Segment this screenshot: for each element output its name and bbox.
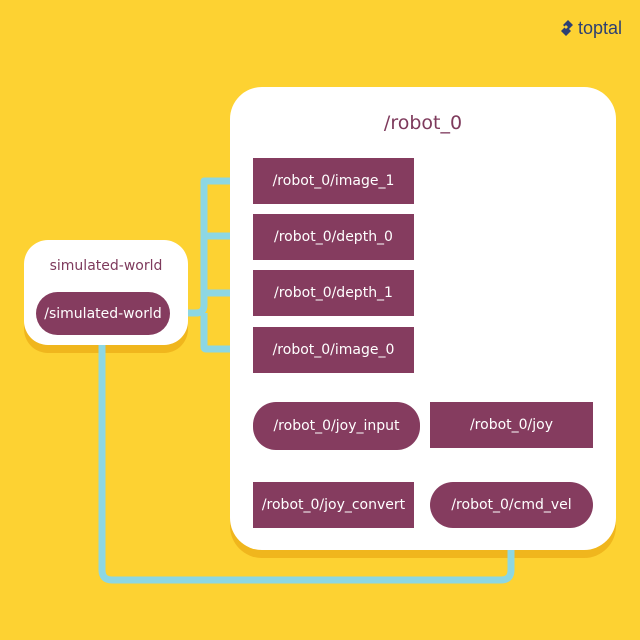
world-group-title: simulated-world xyxy=(49,258,163,274)
toptal-wordmark: toptal xyxy=(578,17,623,38)
toptal-logo: toptal xyxy=(560,17,622,39)
joy-convert-node[interactable]: /robot_0/joy_convert xyxy=(253,482,414,528)
topic-depth-0[interactable]: /robot_0/depth_0 xyxy=(253,214,414,260)
topic-cmd-vel[interactable]: /robot_0/cmd_vel xyxy=(430,482,593,528)
robot-group-title: /robot_0 xyxy=(383,112,463,134)
topic-image-0[interactable]: /robot_0/image_0 xyxy=(253,327,414,373)
connector-topics-branch-bottom xyxy=(200,313,255,353)
connector-cmd-vel-to-world xyxy=(98,335,515,584)
toptal-logo-icon xyxy=(561,20,573,36)
simulated-world-node[interactable]: /simulated-world xyxy=(36,292,170,335)
topic-joy[interactable]: /robot_0/joy xyxy=(430,402,593,448)
topic-depth-1[interactable]: /robot_0/depth_1 xyxy=(253,270,414,316)
joy-input-node[interactable]: /robot_0/joy_input xyxy=(253,402,420,450)
topic-image-1[interactable]: /robot_0/image_1 xyxy=(253,158,414,204)
robot-group-panel xyxy=(230,87,616,550)
connector-world-to-topics xyxy=(168,177,255,317)
